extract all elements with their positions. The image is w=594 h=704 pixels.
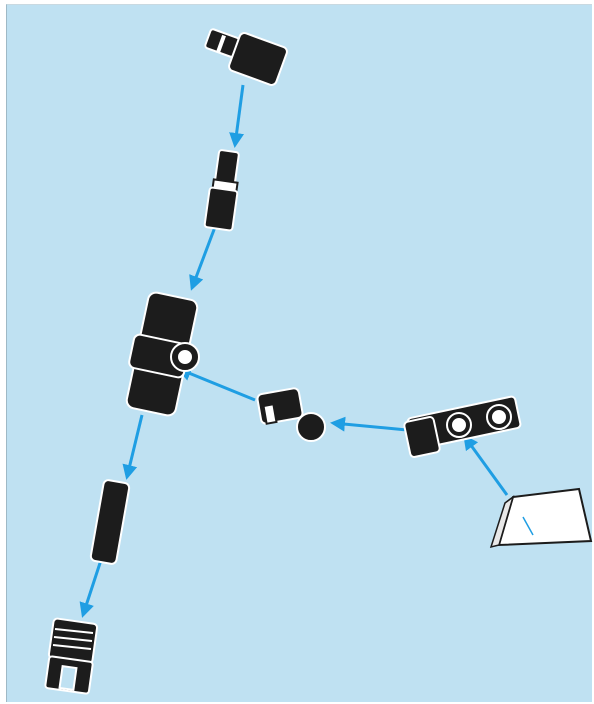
straight-rod-icon: [90, 479, 130, 564]
diagram-panel: [6, 4, 592, 702]
ball-joint-icon: [257, 388, 325, 441]
arrow-connector-to-pin: [235, 85, 243, 145]
t-junction-icon: [125, 291, 199, 417]
arrow-ball-to-junction: [179, 369, 255, 400]
arrow-rod-to-base: [83, 560, 101, 615]
assembly-diagram: [7, 5, 593, 703]
arrow-plate-to-ball: [333, 423, 407, 430]
angled-connector-icon: [204, 28, 288, 86]
arrow-junction-to-rod: [127, 415, 142, 477]
white-wedge-block-icon: [491, 489, 591, 547]
arrow-wedge-to-plate: [465, 437, 507, 495]
ribbed-base-icon: [45, 618, 98, 694]
pin-adapter-icon: [204, 150, 239, 231]
plate-with-two-holes-icon: [404, 396, 522, 458]
arrow-pin-to-junction: [192, 227, 215, 288]
